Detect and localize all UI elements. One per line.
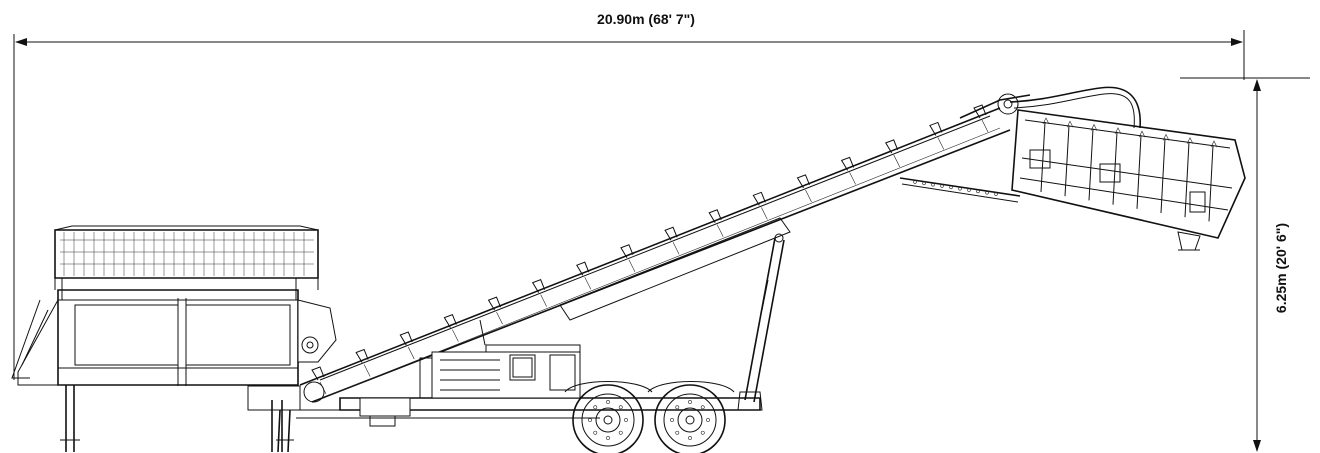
height-dimension: 6.25m (20' 6") — [1180, 77, 1310, 452]
vibrating-screen — [959, 86, 1246, 251]
length-label: 20.90m (68' 7") — [597, 11, 695, 27]
hydraulic-strut — [737, 233, 785, 411]
chassis — [276, 344, 761, 453]
feed-hopper — [11, 225, 337, 452]
main-conveyor — [299, 93, 1019, 403]
wheel-front — [572, 384, 644, 453]
screen-support-arm — [899, 177, 1021, 203]
height-label: 6.25m (20' 6") — [1273, 223, 1289, 313]
length-dimension: 20.90m (68' 7") — [13, 11, 1245, 380]
rear-axle-wheels — [564, 381, 735, 453]
wheel-rear — [654, 384, 726, 453]
